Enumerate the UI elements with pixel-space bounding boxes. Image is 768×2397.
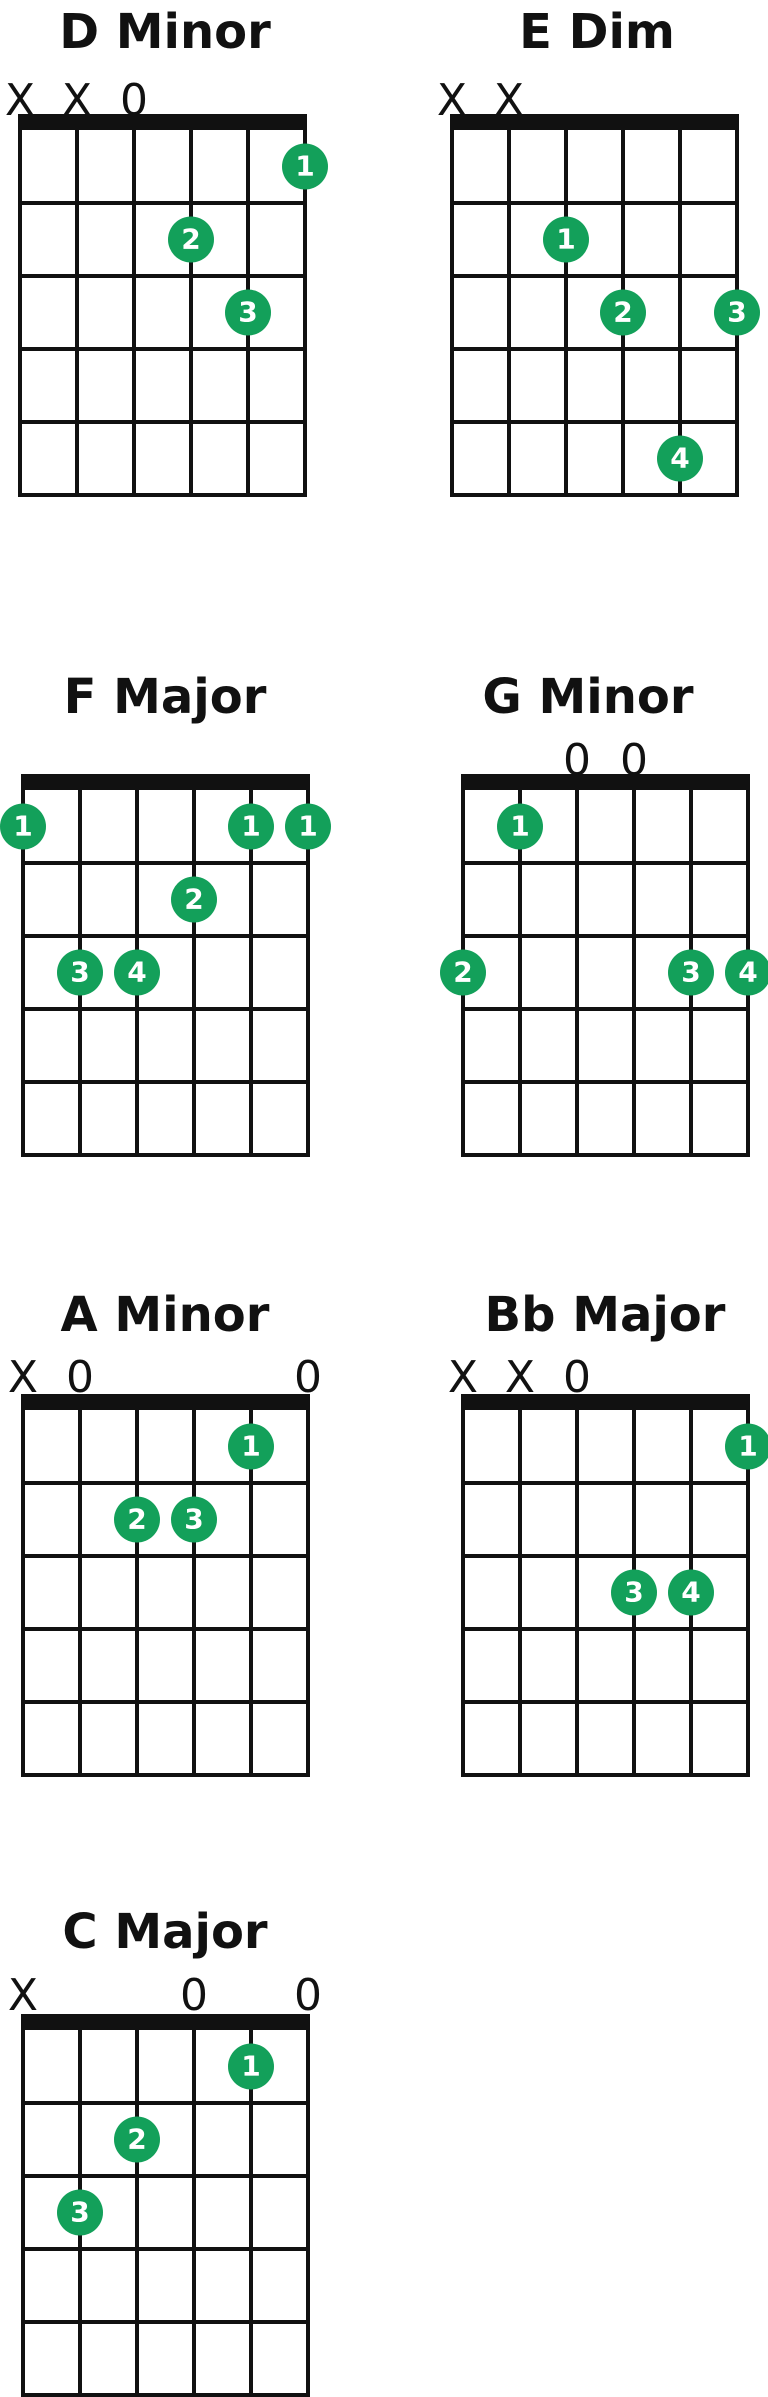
finger-number: 1 [510,810,529,843]
finger-number: 1 [241,810,260,843]
finger-dot [543,216,589,263]
chord-title: E Dim [519,4,675,60]
nut-bar [18,114,307,130]
finger-dot [725,1423,768,1470]
finger-dot [497,803,543,850]
finger-number: 3 [70,956,89,989]
finger-number: 2 [181,223,200,256]
finger-dot [440,949,486,996]
finger-dot [714,289,760,336]
chord-title: Bb Major [485,1287,726,1343]
finger-number: 4 [738,956,757,989]
nut-bar [461,774,750,790]
nut-bar [461,1394,750,1410]
finger-dot [0,803,46,850]
finger-dot [168,216,214,263]
finger-dot [57,949,103,996]
finger-dot [285,803,331,850]
finger-dot [611,1569,657,1616]
finger-number: 1 [738,1430,757,1463]
finger-number: 2 [184,883,203,916]
finger-number: 3 [727,296,746,329]
finger-number: 2 [613,296,632,329]
finger-number: 4 [127,956,146,989]
nut-bar [21,774,310,790]
finger-dot [171,1496,217,1543]
finger-number: 3 [238,296,257,329]
finger-number: 3 [70,2196,89,2229]
finger-number: 1 [241,2050,260,2083]
finger-number: 2 [127,2123,146,2156]
finger-number: 1 [241,1430,260,1463]
muted-string-marker: X [8,1970,38,2021]
finger-number: 1 [295,150,314,183]
finger-dot [57,2189,103,2236]
finger-dot [171,876,217,923]
chord-title: C Major [62,1904,268,1960]
chord-title: A Minor [61,1287,270,1343]
chord-diagram-f-major: F Major 1 1 1 2 3 4 [0,669,331,1157]
finger-number: 1 [298,810,317,843]
finger-number: 1 [556,223,575,256]
finger-number: 3 [681,956,700,989]
finger-dot [228,1423,274,1470]
open-string-marker: 0 [294,1970,322,2021]
chord-title: G Minor [482,669,693,725]
finger-dot [282,143,328,190]
finger-dot [600,289,646,336]
nut-bar [450,114,739,130]
finger-dot [114,949,160,996]
chord-title: F Major [64,669,267,725]
finger-dot [725,949,768,996]
finger-dot [228,803,274,850]
finger-number: 3 [184,1503,203,1536]
finger-dot [668,1569,714,1616]
finger-dot [114,1496,160,1543]
finger-dot [114,2116,160,2163]
nut-bar [21,2014,310,2030]
finger-dot [657,435,703,482]
finger-number: 3 [624,1576,643,1609]
finger-number: 4 [670,442,689,475]
finger-number: 1 [13,810,32,843]
finger-dot [668,949,714,996]
chord-title: D Minor [59,4,271,60]
finger-number: 2 [127,1503,146,1536]
finger-dot [228,2043,274,2090]
nut-bar [21,1394,310,1410]
finger-number: 4 [681,1576,700,1609]
open-string-marker: 0 [180,1970,208,2021]
finger-dot [225,289,271,336]
finger-number: 2 [453,956,472,989]
